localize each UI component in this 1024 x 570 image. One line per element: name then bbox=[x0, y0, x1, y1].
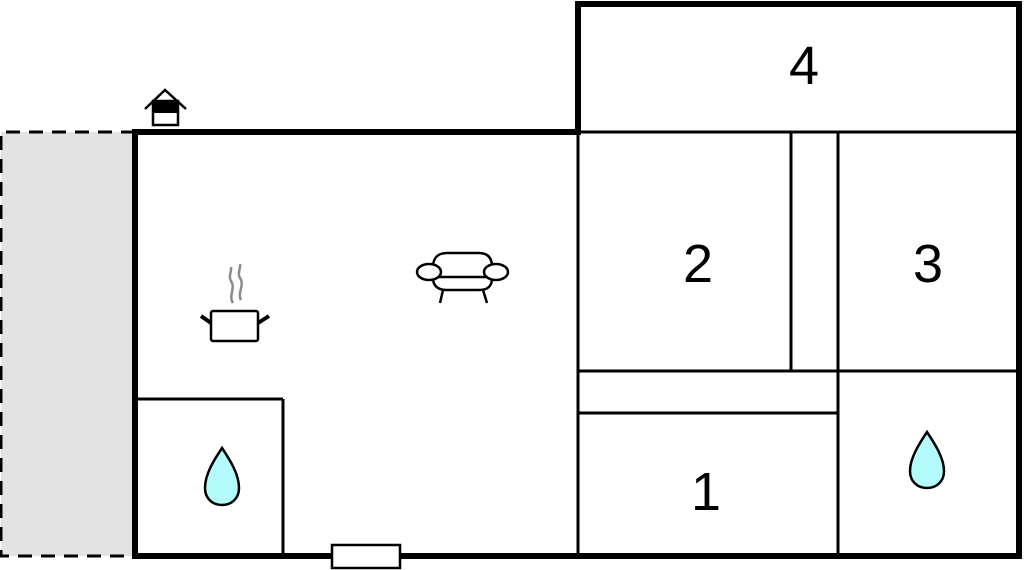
exterior-walls bbox=[132, 1, 1022, 559]
interior-walls bbox=[135, 130, 1020, 556]
room-2-label: 2 bbox=[682, 234, 714, 294]
terrace-area bbox=[0, 130, 135, 558]
room-4-label: 4 bbox=[788, 36, 820, 96]
kitchen-pot-icon bbox=[199, 263, 271, 343]
room-3-label: 3 bbox=[912, 234, 944, 294]
bathroom-water-drop-icon bbox=[203, 445, 241, 507]
bathroom-water-drop-icon bbox=[908, 429, 946, 490]
room-1-label: 1 bbox=[690, 462, 722, 522]
sofa-icon bbox=[415, 251, 510, 304]
house-entrance-icon bbox=[144, 88, 187, 127]
entrance-door bbox=[330, 543, 402, 570]
